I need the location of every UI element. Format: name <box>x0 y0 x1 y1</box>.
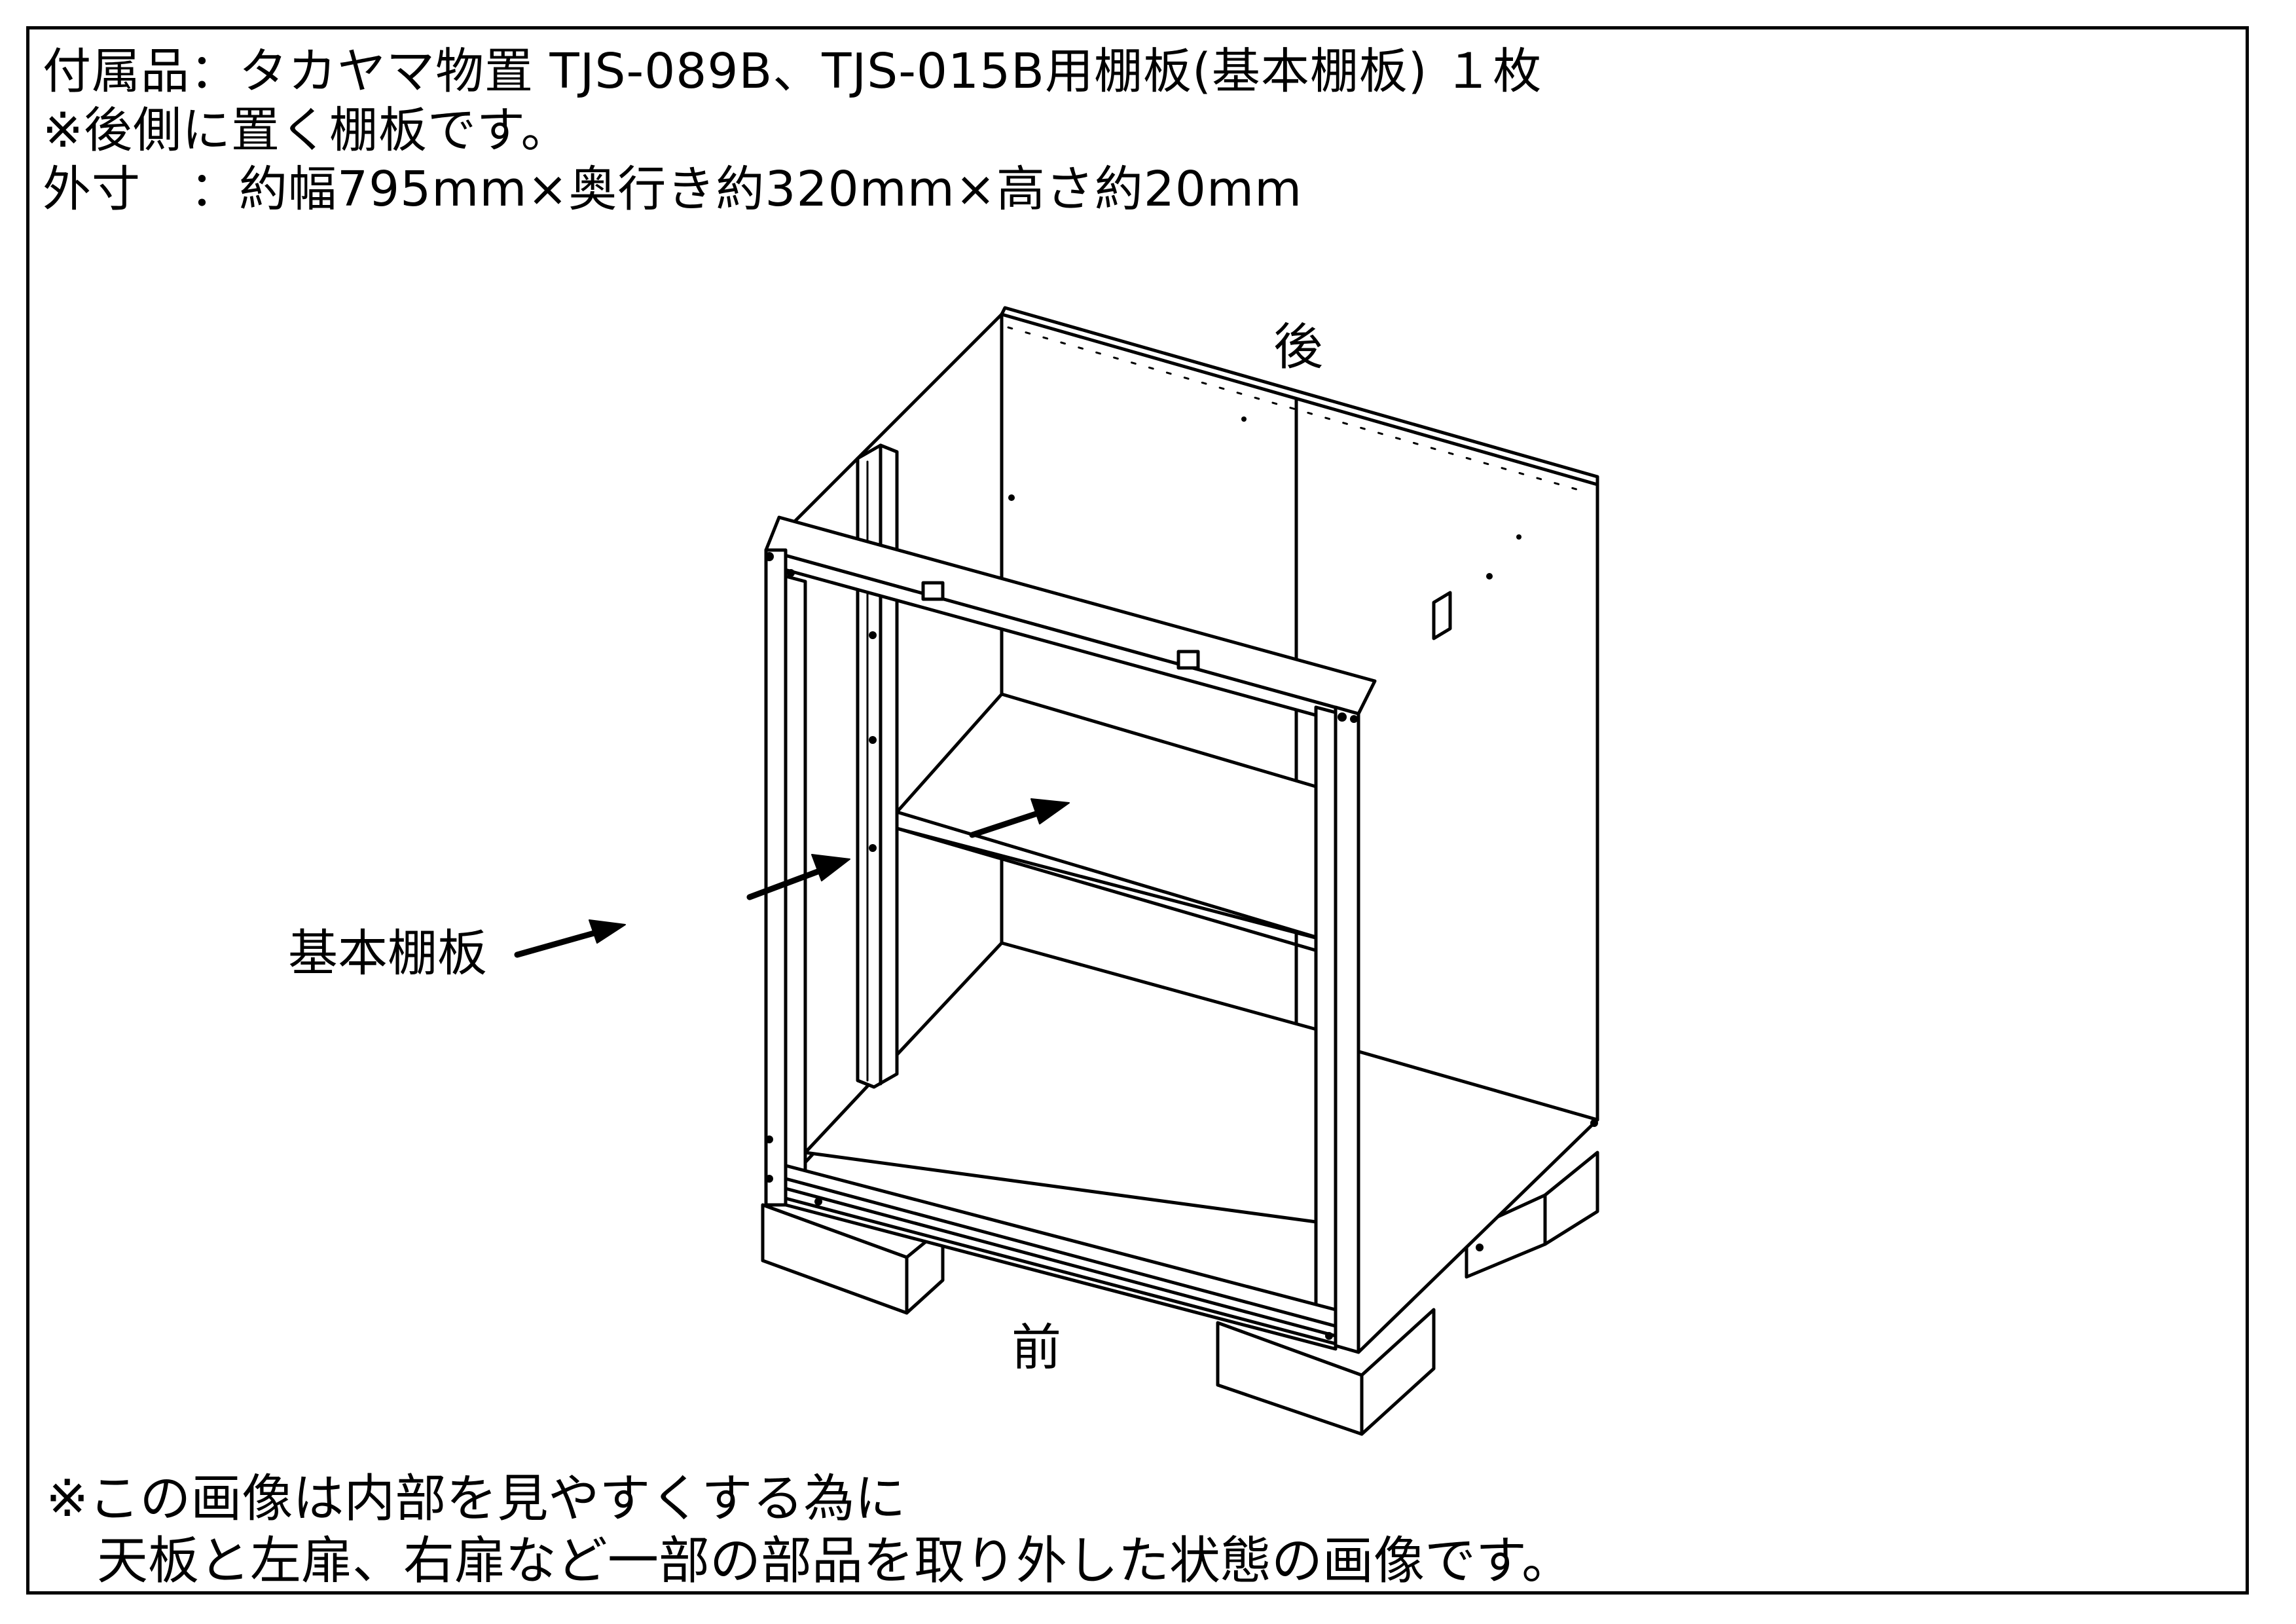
header-line-dimensions: 外寸 ：約幅795mm×奥行き約320mm×高さ約20mm <box>43 161 1303 217</box>
arrows <box>514 798 1070 958</box>
front-label: 前 <box>1011 1318 1061 1376</box>
screw-dots <box>765 416 1598 1340</box>
shelf-label-arrow <box>514 927 609 958</box>
header-line-note: ※後側に置く棚板です。 <box>43 102 570 158</box>
basic-shelf-label: 基本棚板 <box>288 924 487 982</box>
shelf-left-arrow <box>746 864 831 900</box>
back-label: 後 <box>1273 318 1323 376</box>
shelf-center-arrow <box>969 807 1051 838</box>
front-frame <box>764 515 1377 1354</box>
top-back-rail <box>1000 306 1599 487</box>
header-line-accessory: 付属品：タカヤマ物置 TJS-089B、TJS-015B用棚板(基本棚板) １枚 <box>43 43 1542 100</box>
footer-note-line1: ※この画像は内部を見やすくする為に <box>46 1469 906 1528</box>
footer-note-line2: 天板と左扉、右扉など一部の部品を取り外した状態の画像です。 <box>46 1532 1573 1591</box>
outer-border <box>26 26 2249 1595</box>
rear-bracket <box>1432 591 1452 640</box>
base-blocks <box>761 1151 1599 1436</box>
